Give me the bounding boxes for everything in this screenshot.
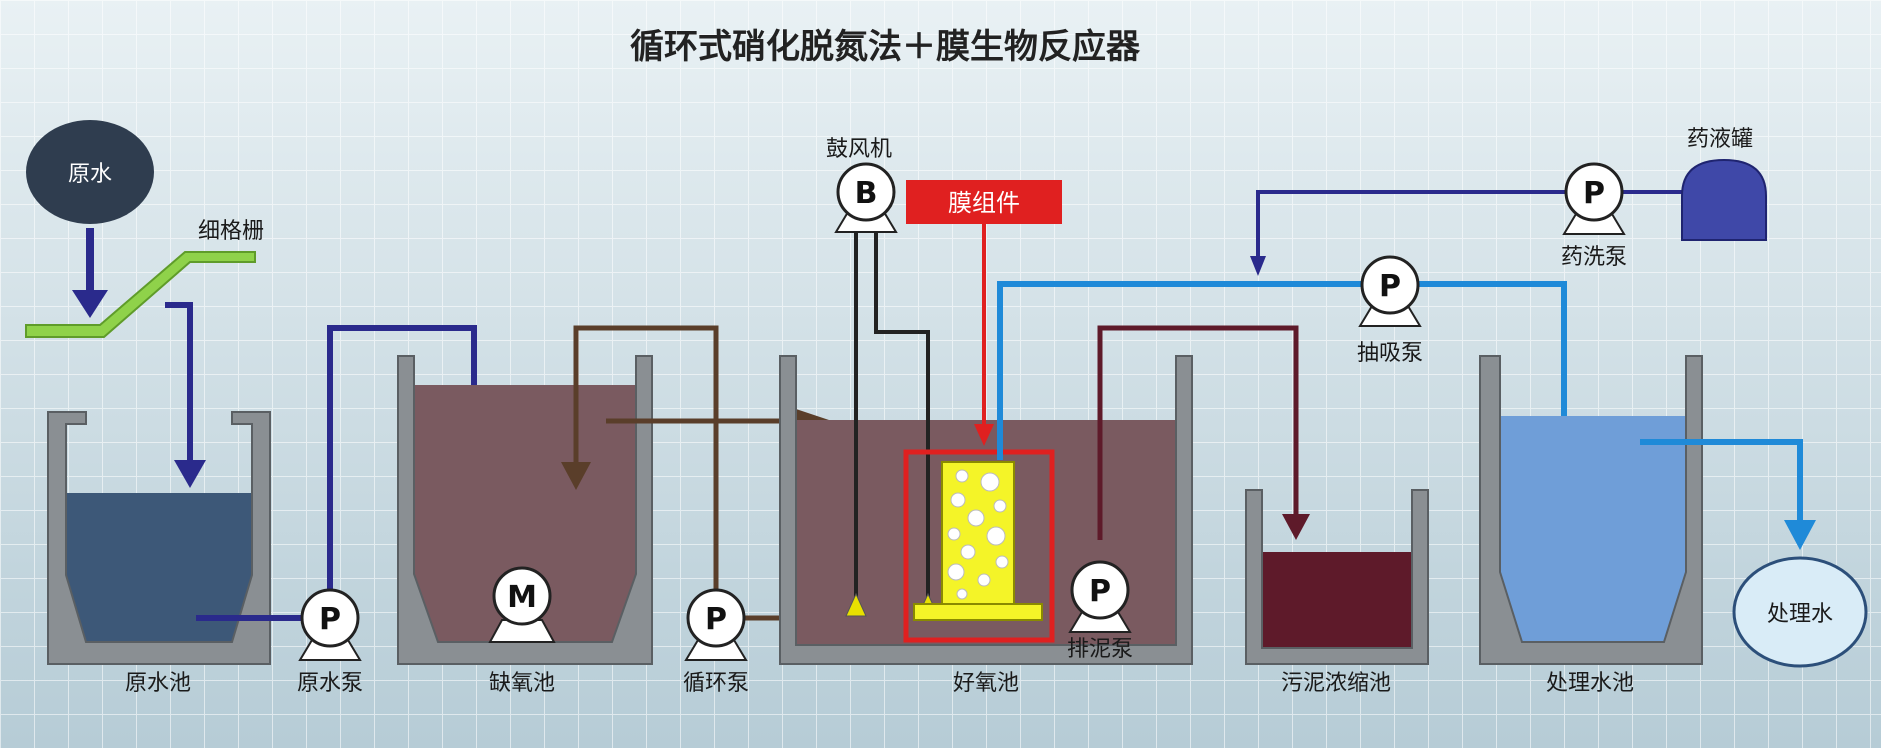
circ-pump-symbol: P	[705, 602, 727, 637]
anoxic-tank-label: 缺氧池	[489, 671, 555, 696]
sludge-pump-symbol: P	[1089, 574, 1111, 609]
raw-water-arrow	[72, 290, 108, 318]
chem-pump: P	[1562, 162, 1626, 235]
chem-tank-label: 药液罐	[1687, 127, 1753, 152]
circ-return-pipe	[573, 325, 719, 610]
treated-water-label: 处理水	[1767, 602, 1833, 627]
treated-water-output	[1732, 556, 1868, 668]
raw-tank-wall	[47, 411, 271, 665]
chem-pump-symbol: P	[1583, 176, 1605, 211]
suction-pump-symbol: P	[1379, 269, 1401, 304]
membrane-label: 膜组件	[948, 189, 1020, 217]
blower-label: 鼓风机	[826, 137, 892, 162]
air-pipe-membrane	[874, 232, 930, 600]
circ-pump: P	[684, 588, 748, 661]
treated-tank-water	[1500, 416, 1686, 646]
raw-water-source	[26, 120, 154, 224]
thickener-label: 污泥浓缩池	[1281, 671, 1391, 696]
membrane-base	[913, 603, 1043, 621]
treated-tank-label: 处理水池	[1546, 671, 1634, 696]
suction-pump-label: 抽吸泵	[1357, 341, 1423, 366]
raw-tank-label: 原水池	[125, 671, 191, 696]
outlet-arrow	[1784, 520, 1816, 550]
blower: B	[834, 162, 898, 233]
mixer-symbol: M	[507, 580, 537, 615]
circ-pump-label: 循环泵	[683, 671, 749, 696]
sludge-pipe	[1097, 325, 1299, 540]
air-bubbles	[947, 469, 1009, 600]
raw-pump: P	[298, 588, 362, 661]
outlet-pipe	[1640, 439, 1803, 528]
suction-pump: P	[1358, 255, 1422, 327]
membrane-label-box	[906, 180, 1062, 224]
sludge-pump: P	[1068, 560, 1132, 633]
screen-to-tank-arrow	[174, 460, 206, 488]
blower-symbol: B	[855, 176, 878, 211]
thickener-sludge	[1262, 552, 1412, 648]
chem-pump-label: 药洗泵	[1561, 245, 1627, 270]
chem-arrow	[1250, 256, 1266, 276]
membrane-frame	[903, 449, 1055, 643]
raw-water-label: 原水	[68, 162, 112, 187]
chem-pipe	[1256, 190, 1568, 262]
fine-screen-label: 细格栅	[198, 219, 264, 244]
screen-to-tank-pipe	[165, 302, 193, 468]
chem-tank	[1681, 158, 1767, 241]
aerobic-tank-wall	[779, 355, 1193, 665]
diagram-title: 循环式硝化脱氮法＋膜生物反应器	[630, 27, 1141, 67]
thickener-wall	[1245, 489, 1429, 665]
treated-tank-wall	[1479, 355, 1703, 665]
membrane-pointer-arrow	[974, 424, 994, 446]
effluent-pipe	[997, 281, 1567, 460]
circ-return-arrow	[561, 462, 591, 490]
sludge-pump-label: 排泥泵	[1067, 637, 1133, 662]
sludge-arrow	[1282, 514, 1310, 540]
air-diffuser-1	[845, 592, 867, 617]
raw-pump-label: 原水泵	[297, 671, 363, 696]
aerobic-tank-label: 好氧池	[953, 671, 1019, 696]
fine-screen	[25, 251, 256, 338]
mixer: M	[488, 566, 556, 643]
raw-tank-water	[66, 493, 252, 648]
raw-pump-symbol: P	[319, 602, 341, 637]
anoxic-tank-wall	[397, 355, 653, 665]
